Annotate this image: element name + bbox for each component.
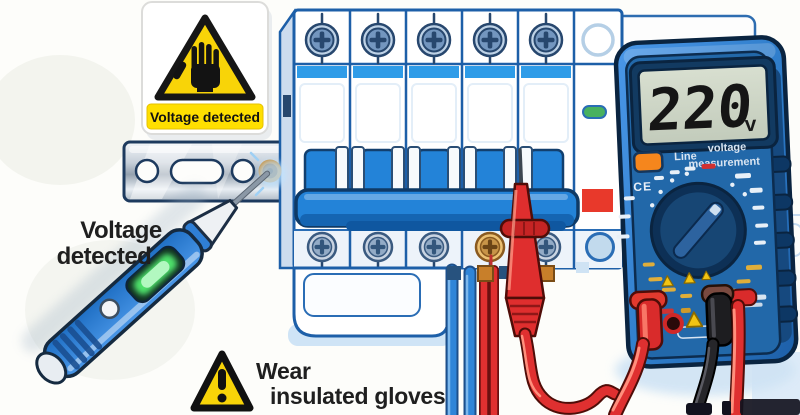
rail-slot	[169, 158, 225, 185]
probe-lead-cable	[518, 327, 622, 415]
screw-icon	[306, 231, 338, 263]
dial-ticks	[616, 166, 769, 245]
dial-pointer	[672, 201, 724, 259]
red-input-jack	[662, 312, 684, 334]
caption-line: detected	[57, 243, 152, 270]
red-flag-indicator	[582, 189, 613, 212]
brass-lug	[477, 265, 494, 282]
corner-smudge	[686, 399, 800, 415]
exclamation-icon	[218, 369, 226, 390]
black-banana-plug	[700, 283, 735, 347]
probe-tip	[518, 148, 524, 188]
sign-banner	[146, 103, 264, 130]
terminal-port	[585, 232, 615, 262]
function-button	[632, 150, 664, 174]
lcd-display	[637, 64, 771, 146]
bottom-terminal-screws	[306, 231, 562, 268]
caption-line: Voltage	[80, 217, 162, 244]
lcd-value: 220	[646, 72, 755, 145]
mode-label: voltage	[708, 141, 747, 155]
red-test-probe	[499, 148, 551, 338]
red-lead-cable-right	[729, 299, 746, 415]
green-led-indicator	[582, 105, 607, 119]
voltage-tester-pen	[21, 170, 271, 385]
ce-mark: CE	[633, 179, 652, 194]
pen-grip-ridges	[52, 319, 103, 370]
red-lead-cable	[608, 337, 650, 415]
top-terminal-screws	[304, 12, 564, 65]
multimeter: 220 v Line voltage measurement CE	[613, 35, 799, 369]
module-faces	[299, 83, 569, 143]
glove-warning: Wear insulated gloves	[190, 350, 446, 412]
module-port	[581, 23, 615, 57]
blue-wire	[445, 263, 459, 415]
screw-icon	[360, 22, 396, 58]
screw-icon	[418, 231, 450, 263]
spark-glow	[258, 160, 286, 188]
sign-label: Voltage detected	[150, 109, 260, 125]
rotary-dial	[616, 163, 769, 300]
rail-hole	[134, 158, 160, 184]
left-caption: Voltage detected	[57, 217, 163, 270]
pen-tail-cap	[35, 351, 68, 385]
rail-hole	[230, 158, 256, 184]
warning-triangle-icon	[154, 14, 256, 101]
lcd-unit: v	[744, 113, 757, 137]
blue-wire	[463, 265, 477, 415]
caption-line: insulated gloves	[270, 383, 445, 409]
screw-icon	[528, 22, 564, 58]
pen-button	[99, 298, 120, 320]
main-breaker-module	[576, 23, 615, 273]
screw-icon	[362, 231, 394, 263]
breaker-toggles	[294, 146, 580, 231]
breaker-panel	[278, 8, 624, 346]
screw-icon	[416, 22, 452, 58]
caption-line: Wear	[256, 358, 311, 384]
panel-wires	[445, 254, 499, 415]
button-label: Line	[674, 150, 697, 163]
breaker-stripes	[297, 66, 571, 78]
screw-icon	[472, 22, 508, 58]
screw-icon	[304, 22, 340, 58]
hand-icon	[173, 42, 220, 92]
terminal-lugs	[447, 265, 555, 282]
voltage-detected-sign: Voltage detected	[141, 1, 272, 140]
